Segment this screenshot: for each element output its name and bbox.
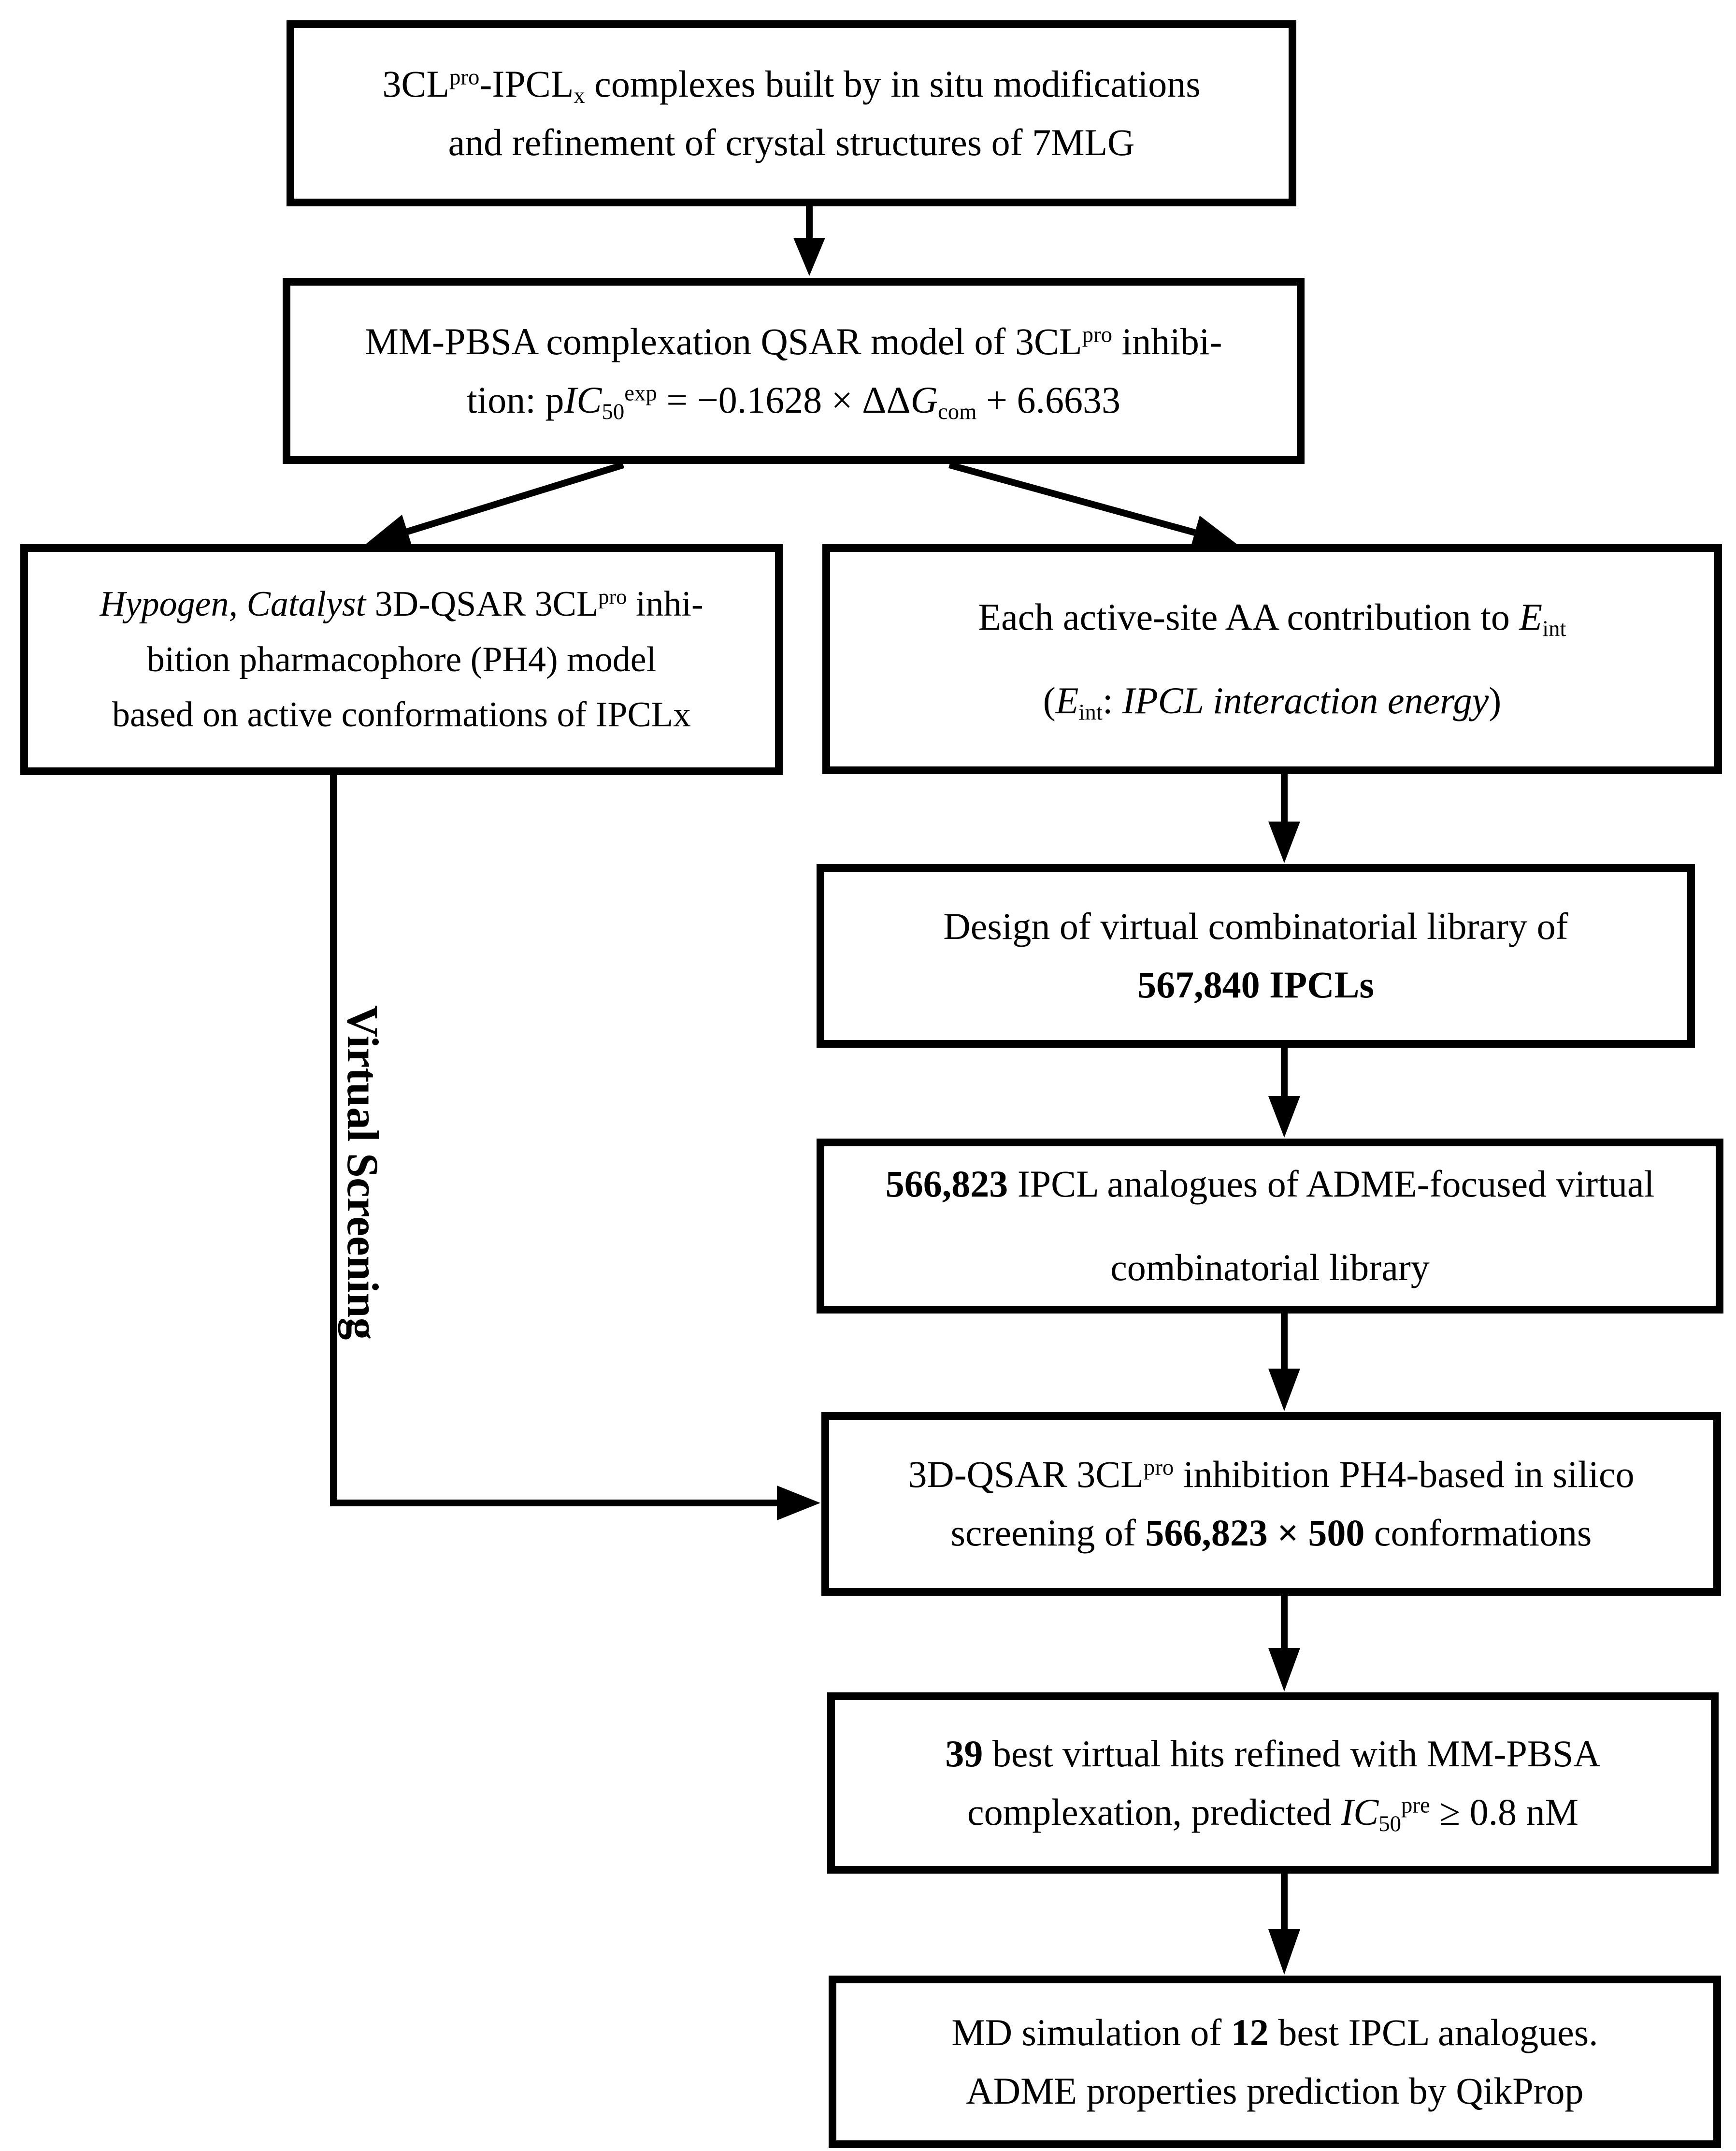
box-ph4-model: Hypogen, Catalyst 3D-QSAR 3CLpro inhi- b… bbox=[20, 544, 783, 775]
box-complexes-line-1: 3CLpro-IPCLx complexes built by in situ … bbox=[382, 62, 1201, 108]
arrow-qsar-to-ph4 bbox=[366, 462, 625, 548]
arrow-complexes-to-qsar bbox=[793, 206, 825, 276]
box-complexes-line-2: and refinement of crystal structures of … bbox=[448, 121, 1135, 163]
box-adme-library: 566,823 IPCL analogues of ADME-focused v… bbox=[817, 1139, 1723, 1314]
arrow-ph4-to-screening-elbow bbox=[330, 775, 820, 1520]
box-screening-line-1: 3D-QSAR 3CLpro inhibition PH4-based in s… bbox=[908, 1453, 1635, 1496]
virtual-screening-label: Virtual Screening bbox=[338, 1005, 388, 1340]
box-ph4-model-line-3: based on active conformations of IPCLx bbox=[112, 695, 691, 735]
arrow-design-to-adme bbox=[1268, 1048, 1300, 1138]
box-library-design-line-2: 567,840 IPCLs bbox=[1137, 964, 1374, 1006]
box-virtual-hits-line-2: complexation, predicted IC50pre ≥ 0.8 nM bbox=[967, 1790, 1578, 1836]
arrow-qsar-to-aa bbox=[948, 462, 1237, 549]
arrow-adme-to-screening bbox=[1268, 1314, 1300, 1411]
box-screening-line-2: screening of 566,823 × 500 conformations bbox=[950, 1512, 1592, 1554]
arrow-hits-to-md bbox=[1268, 1874, 1300, 1975]
box-qsar-model: MM-PBSA complexation QSAR model of 3CLpr… bbox=[283, 278, 1305, 464]
box-aa-contribution-line-1: Each active-site AA contribution to Eint bbox=[978, 596, 1566, 642]
box-md-simulation-line-2: ADME properties prediction by QikProp bbox=[966, 2069, 1584, 2112]
box-adme-library-line-1: 566,823 IPCL analogues of ADME-focused v… bbox=[885, 1163, 1655, 1205]
box-screening: 3D-QSAR 3CLpro inhibition PH4-based in s… bbox=[821, 1412, 1721, 1596]
arrow-aa-to-design bbox=[1268, 774, 1300, 863]
box-library-design: Design of virtual combinatorial library … bbox=[817, 864, 1695, 1048]
box-virtual-hits: 39 best virtual hits refined with MM-PBS… bbox=[827, 1692, 1719, 1874]
arrow-screening-to-hits bbox=[1268, 1596, 1300, 1691]
box-ph4-model-line-2: bition pharmacophore (PH4) model bbox=[146, 639, 657, 679]
box-qsar-model-line-2: tion: pIC50exp = −0.1628 × ΔΔGcom + 6.66… bbox=[466, 378, 1121, 424]
box-md-simulation: MD simulation of 12 best IPCL analogues.… bbox=[829, 1976, 1721, 2148]
box-aa-contribution-line-2: (Eint: IPCL interaction energy) bbox=[1043, 679, 1502, 725]
box-md-simulation-line-1: MD simulation of 12 best IPCL analogues. bbox=[951, 2011, 1598, 2053]
box-ph4-model-line-1: Hypogen, Catalyst 3D-QSAR 3CLpro inhi- bbox=[100, 584, 703, 624]
box-adme-library-line-2: combinatorial library bbox=[1110, 1246, 1430, 1288]
box-virtual-hits-line-1: 39 best virtual hits refined with MM-PBS… bbox=[945, 1732, 1601, 1775]
box-qsar-model-line-1: MM-PBSA complexation QSAR model of 3CLpr… bbox=[365, 320, 1222, 362]
box-aa-contribution: Each active-site AA contribution to Eint… bbox=[822, 544, 1722, 774]
box-library-design-line-1: Design of virtual combinatorial library … bbox=[943, 905, 1568, 948]
box-complexes: 3CLpro-IPCLx complexes built by in situ … bbox=[287, 20, 1296, 206]
